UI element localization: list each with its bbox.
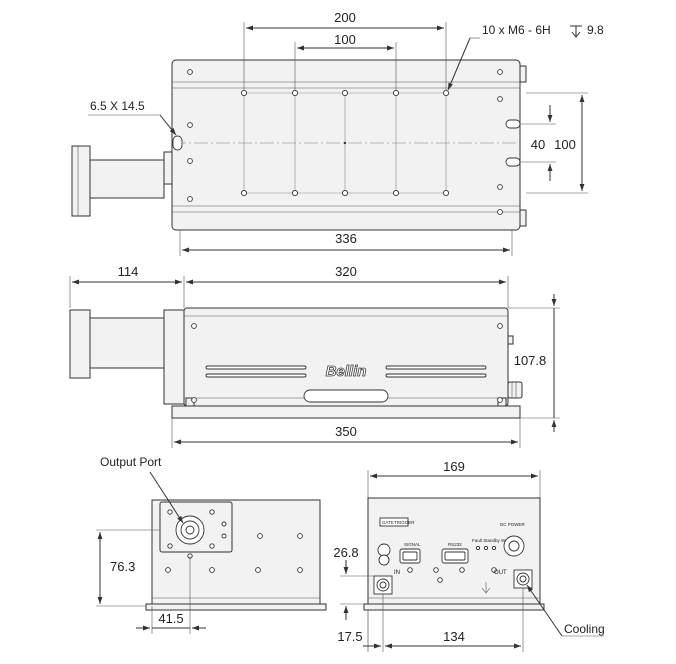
- front-grooves: [205, 365, 487, 378]
- trigger-connector: [378, 554, 390, 566]
- dim-17-5: 17.5: [337, 629, 362, 644]
- rs232-label: RS232: [448, 542, 462, 547]
- slot-note: 6.5 X 14.5: [90, 99, 145, 113]
- dim-134: 134: [443, 629, 465, 644]
- cooling-label: Cooling: [564, 622, 605, 636]
- dim-336: 336: [335, 231, 357, 246]
- dim-107-8: 107.8: [514, 353, 547, 368]
- gate-connector: [377, 543, 391, 557]
- slot-right-top: [505, 119, 521, 129]
- brand-logo: Bellin: [326, 363, 367, 380]
- slot-left: [172, 135, 183, 151]
- top-body: [171, 59, 521, 231]
- output-port-label: Output Port: [100, 455, 162, 469]
- dim-76-3: 76.3: [110, 559, 135, 574]
- top-view: 200 100 10 x M6 - 6H 9.8 6.5 X 14.5 40 1…: [71, 10, 604, 256]
- dim-100-side: 100: [554, 137, 576, 152]
- in-label: IN: [394, 570, 400, 576]
- left-end-view: Output Port 76.3 41.5: [96, 455, 327, 634]
- rear-view: GATE TRIGGER SIGNAL RS232 Fault Standby …: [333, 459, 605, 652]
- trigger-label: TRIGGER: [394, 520, 415, 525]
- dim-114: 114: [118, 264, 139, 279]
- dim-200: 200: [334, 10, 356, 25]
- front-view: Bellin 114 320 107.8 350: [69, 264, 560, 448]
- signal-label: SIGNAL: [404, 542, 421, 547]
- slot-right-bottom: [505, 157, 521, 167]
- dim-169: 169: [443, 459, 465, 474]
- m6-holes: [240, 89, 450, 197]
- dim-40: 40: [531, 137, 545, 152]
- status-label: Fault Standby Work: [472, 538, 512, 543]
- thread-note: 10 x M6 - 6H: [482, 23, 551, 37]
- front-handle-slot: [303, 389, 389, 403]
- depth-icon: [570, 25, 582, 38]
- gate-label: GATE: [382, 520, 394, 525]
- dc-power-label: DC POWER: [500, 522, 526, 527]
- dim-26-8: 26.8: [333, 545, 358, 560]
- out-label: OUT: [494, 570, 507, 576]
- dim-100: 100: [334, 32, 356, 47]
- dim-350: 350: [335, 424, 357, 439]
- dim-41-5: 41.5: [158, 611, 183, 626]
- thread-depth: 9.8: [587, 23, 604, 37]
- ground-icon: [481, 582, 491, 594]
- dim-320: 320: [335, 264, 357, 279]
